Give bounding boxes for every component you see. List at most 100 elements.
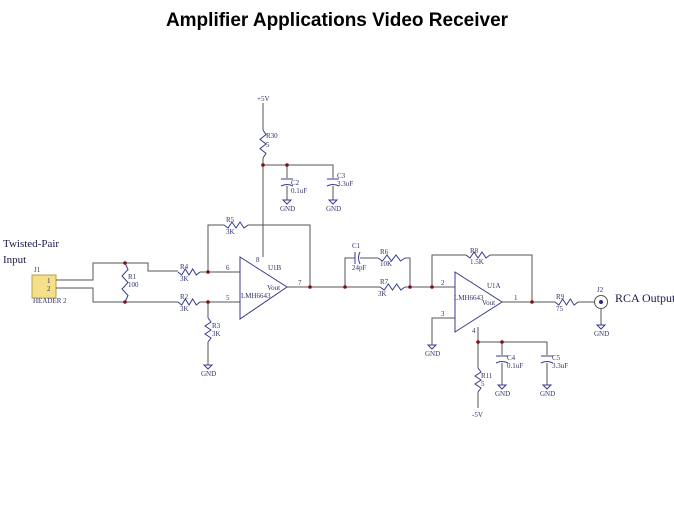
opamp-u1a-symbol <box>454 271 503 333</box>
ground-icon <box>426 344 438 350</box>
label-r9: R9 <box>556 293 565 301</box>
junction-dot <box>408 285 412 289</box>
label-r7: R7 <box>380 278 389 286</box>
label-r2-val: 3K <box>180 305 189 313</box>
resistor-symbol <box>474 367 482 393</box>
ground-icon <box>202 364 214 370</box>
header-j1-connector <box>31 274 57 299</box>
label-r3-val: 3K <box>212 330 221 338</box>
junction-dot <box>476 340 480 344</box>
label-u1a-pin2: 2 <box>441 279 445 287</box>
wire <box>490 254 533 302</box>
rca-jack-center <box>599 300 603 304</box>
resistor-symbol <box>465 251 491 259</box>
junction-dot <box>343 285 347 289</box>
capacitor-symbol <box>540 355 554 364</box>
label-r4-val: 3K <box>180 275 189 283</box>
label-j2: J2 <box>597 286 604 294</box>
ground-label: GND <box>425 350 440 358</box>
wire <box>248 224 311 287</box>
wire <box>477 327 548 355</box>
label-c1: C1 <box>352 242 361 250</box>
label-u1a-part: LMH6643 <box>454 294 484 302</box>
label-r5-val: 3K <box>226 228 235 236</box>
label-u1a-pin1: 1 <box>514 294 518 302</box>
label-r6: R6 <box>380 248 389 256</box>
label-c3-val: 3.3uF <box>337 180 353 188</box>
ground-label: GND <box>495 390 510 398</box>
label-c4: C4 <box>507 354 516 362</box>
junction-dot <box>206 270 210 274</box>
label-c2: C2 <box>291 179 300 187</box>
label-r6-val: 10K <box>380 260 392 268</box>
label-r30: R30 <box>266 132 278 140</box>
junction-dot <box>530 300 534 304</box>
label-c3: C3 <box>337 172 346 180</box>
label-j1-type: HEADER 2 <box>33 297 67 305</box>
label-c2-val: 0.1uF <box>291 187 307 195</box>
label-u1a-pin3: 3 <box>441 310 445 318</box>
label-j1: J1 <box>34 266 41 274</box>
label-u1b-part: LMH6643 <box>241 292 271 300</box>
ground-label: GND <box>594 330 609 338</box>
resistor-symbol <box>379 283 406 291</box>
label-vplus: +5V <box>257 95 270 103</box>
label-j1-pin2: 2 <box>47 285 51 293</box>
ground-label: GND <box>201 370 216 378</box>
label-r8-val: 1.5K <box>470 258 484 266</box>
label-r11-val: 5 <box>481 380 485 388</box>
capacitor-symbol <box>495 355 509 364</box>
junction-dot <box>206 300 210 304</box>
label-u1a: U1A <box>487 282 501 290</box>
wire <box>56 287 178 303</box>
wire <box>207 224 224 272</box>
wire <box>431 254 466 287</box>
label-u1b: U1B <box>268 264 282 272</box>
label-r30-val: 5 <box>266 141 270 149</box>
ground-icon <box>595 324 607 330</box>
capacitor-symbol <box>326 178 340 187</box>
junction-dot <box>430 285 434 289</box>
wire <box>344 257 355 287</box>
ground-label: GND <box>540 390 555 398</box>
resistor-symbol <box>177 268 201 276</box>
label-u1b-pin6: 6 <box>226 264 230 272</box>
label-r7-val: 3K <box>378 290 387 298</box>
ground-icon <box>496 384 508 390</box>
resistor-symbol <box>204 317 212 343</box>
resistor-symbol <box>259 129 267 159</box>
input-label-line2: Input <box>3 254 26 266</box>
slide-title: Amplifier Applications Video Receiver <box>165 10 509 31</box>
label-c5-val: 3.3uF <box>552 362 568 370</box>
output-label: RCA Output <box>615 291 674 305</box>
resistor-symbol <box>223 221 249 229</box>
label-j1-pin1: 1 <box>47 277 51 285</box>
junction-dot <box>308 285 312 289</box>
resistor-symbol <box>554 298 579 306</box>
label-c1-val: 24pF <box>352 264 367 272</box>
resistor-symbol <box>121 262 129 303</box>
wire <box>405 257 411 287</box>
junction-dot <box>500 340 504 344</box>
junction-dot <box>261 163 265 167</box>
label-r1-val: 100 <box>128 281 139 289</box>
ground-icon <box>541 384 553 390</box>
label-r5: R5 <box>226 216 235 224</box>
label-u1b-out: Vout <box>267 284 280 292</box>
label-u1a-out: Vout <box>482 299 495 307</box>
resistor-symbol <box>177 298 201 306</box>
label-r8: R8 <box>470 247 479 255</box>
input-label-line1: Twisted-Pair <box>3 238 59 250</box>
label-u1a-pin4: 4 <box>472 327 476 335</box>
opamp-u1b-symbol <box>239 256 288 320</box>
ground-icon <box>281 199 293 205</box>
label-r4: R4 <box>180 263 189 271</box>
wire <box>263 164 334 178</box>
label-u1b-pin5: 5 <box>226 294 230 302</box>
capacitor-symbol <box>354 251 361 265</box>
capacitor-symbol <box>280 178 294 187</box>
resistor-symbol <box>377 254 406 262</box>
label-r3: R3 <box>212 322 221 330</box>
ground-icon <box>327 199 339 205</box>
